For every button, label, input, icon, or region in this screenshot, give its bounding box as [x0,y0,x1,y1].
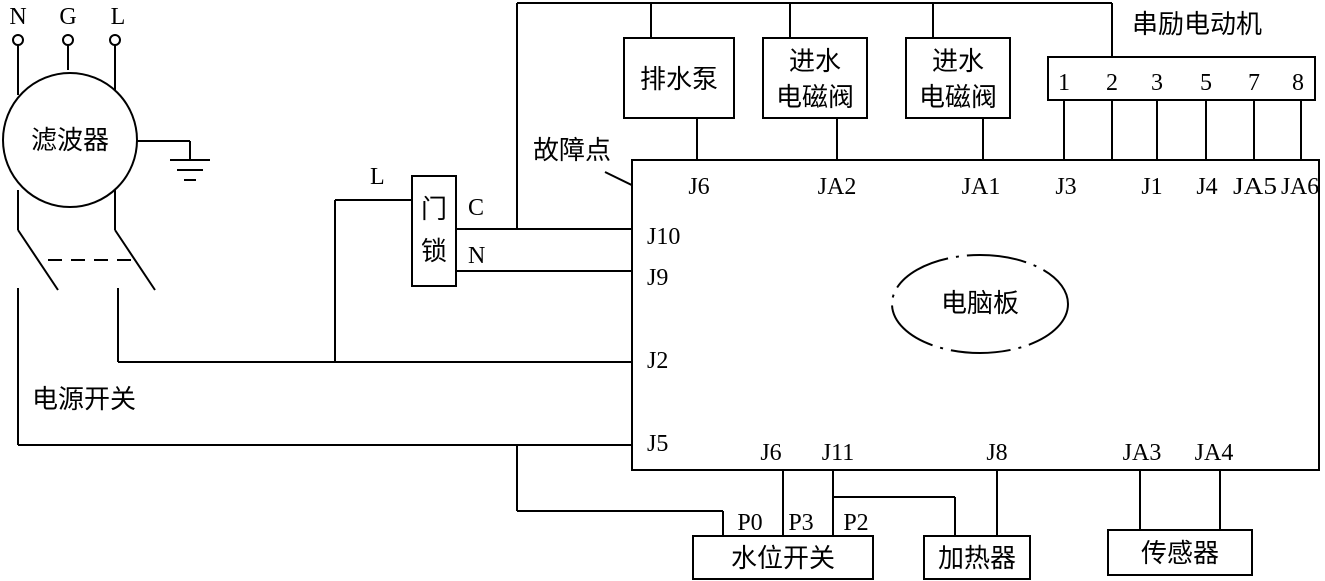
door-lock-l-label: L [370,164,385,190]
terminal-g-label: G [59,4,76,30]
board-label: 电脑板 [941,289,1019,319]
water-level-pin: P2 [843,510,868,536]
drain-pump-label: 排水泵 [640,65,718,95]
board-left-pin: J9 [647,265,668,291]
board-bottom-pin: J8 [986,440,1007,466]
terminal-l-label: L [111,4,126,30]
board-bottom-pin: JA4 [1195,440,1234,466]
board-left-pin: J2 [647,348,668,374]
board-bottom-pin: J6 [760,440,781,466]
ground-icon [170,159,210,181]
heater: 加热器 [923,535,1031,580]
door-lock: 门 锁 L C N [370,164,485,287]
door-lock-c-label: C [468,195,484,221]
board-top-pin: J3 [1055,174,1076,200]
board-chip-outline [891,254,1069,354]
inlet-valve-2-label-line2: 电磁阀 [919,83,997,113]
door-lock-n-label: N [468,243,485,269]
board-top-pin: JA1 [962,174,1001,200]
board-left-pin: J10 [647,224,680,250]
motor-label: 串励电动机 [1132,10,1262,40]
water-level-switch-label: 水位开关 [731,544,835,574]
drain-pump: 排水泵 [623,37,735,119]
motor-pin: 1 [1058,70,1070,96]
wires [17,2,1302,536]
terminal-l-icon [109,34,121,46]
board-top-pin: JA2 [818,174,857,200]
computer-board: 电脑板 J6 JA2 JA1 J3 J1 J4 JA5 JA6 J10 J9 J… [631,159,1320,471]
sensor: 传感器 [1107,529,1253,576]
water-level-pin: P0 [737,510,762,536]
board-top-pin: J6 [688,174,709,200]
motor-pin: 7 [1248,70,1260,96]
power-switch-label: 电源开关 [32,385,136,415]
motor-pin: 5 [1200,70,1212,96]
board-top-pin: J1 [1141,174,1162,200]
water-level-pin: P3 [788,510,813,536]
board-left-pin: J5 [647,431,668,457]
inlet-valve-2: 进水 电磁阀 [905,37,1011,119]
board-top-pin: J4 [1196,174,1217,200]
board-bottom-pin: J11 [822,440,854,466]
motor-pin: 3 [1151,70,1163,96]
inlet-valve-1: 进水 电磁阀 [762,37,868,119]
door-lock-label-line2: 锁 [421,237,447,267]
heater-label: 加热器 [938,544,1016,574]
door-lock-label-line1: 门 [421,195,447,225]
board-top-pin: JA6 [1281,174,1319,200]
terminal-g-icon [62,34,74,46]
filter-label: 滤波器 [31,126,109,156]
power-terminals: N G L [9,4,126,46]
water-level-switch: 水位开关 P0 P3 P2 [692,510,874,580]
inlet-valve-1-label-line1: 进水 [789,47,841,77]
terminal-n-icon [12,34,24,46]
board-bottom-pin: JA3 [1123,440,1162,466]
motor-pin: 2 [1106,70,1118,96]
inlet-valve-2-label-line1: 进水 [932,47,984,77]
sensor-label: 传感器 [1141,539,1219,569]
inlet-valve-1-label-line2: 电磁阀 [776,83,854,113]
series-motor: 串励电动机 1 2 3 5 7 8 [1047,10,1316,101]
filter: 滤波器 [2,72,138,208]
fault-point-label: 故障点 [533,136,611,166]
motor-pin: 8 [1292,70,1304,96]
board-top-pin: JA5 [1233,174,1277,200]
terminal-n-label: N [9,4,26,30]
